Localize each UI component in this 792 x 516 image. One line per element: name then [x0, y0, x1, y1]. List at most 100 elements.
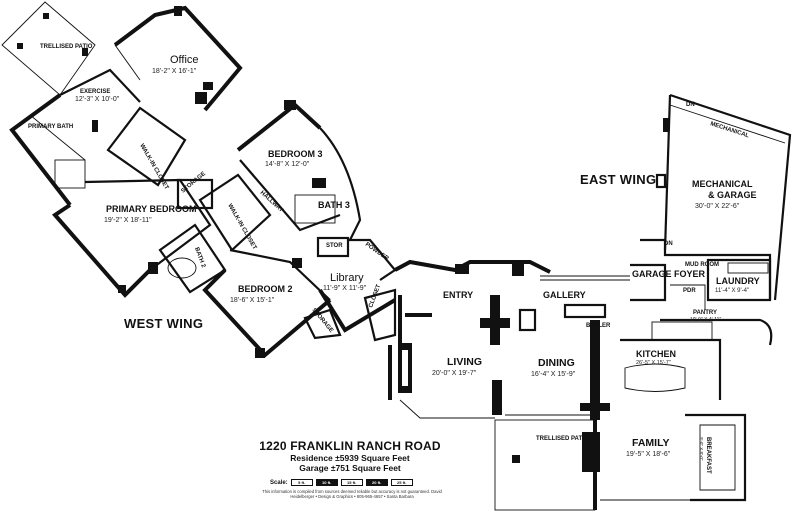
west-wing-label: WEST WING — [124, 316, 203, 331]
wall-pier — [203, 82, 213, 90]
trellised-patio-top-label: TRELLISED PATIO — [40, 44, 93, 50]
powder-label: POWDER — [364, 242, 390, 263]
garage-post — [655, 173, 667, 189]
wall-pier — [148, 262, 158, 274]
mud-room-label: MUD ROOM — [685, 262, 719, 268]
family-dim: 19'-5" X 18'-6" — [626, 451, 671, 458]
wall-pier — [292, 258, 302, 268]
west-wing-walls — [1, 1, 397, 358]
walkin-closet-1-label: WALK-IN CLOSET — [138, 143, 169, 191]
primary-bath-label: PRIMARY BATH — [28, 124, 73, 130]
family-fireplace — [582, 432, 600, 472]
pantry-wall — [660, 318, 773, 346]
storage-wall — [176, 178, 214, 210]
wall-pier — [518, 308, 537, 332]
family-label: FAMILY — [632, 437, 670, 449]
walkin-closet-2-label: WALK-IN CLOSET — [226, 203, 257, 251]
wall-pier — [174, 6, 182, 16]
walkin-closet-1-wall — [106, 106, 187, 187]
primary-bedroom-label: PRIMARY BEDROOM — [106, 204, 197, 214]
room-labels: TRELLISED PATIO Office 18'-2" X 16'-1" E… — [28, 44, 760, 474]
office-label: Office — [170, 54, 199, 66]
garage-west-wall — [663, 94, 672, 251]
garage-foyer-label: GARAGE FOYER — [632, 269, 706, 279]
bedroom2-dim: 18'-6" X 15'-1" — [230, 297, 275, 304]
fireplace-hearth — [402, 350, 408, 386]
central-walls — [388, 259, 747, 511]
scale-label: Scale: — [270, 479, 288, 486]
gallery-label: GALLERY — [543, 290, 586, 300]
exercise-wall — [59, 68, 141, 103]
stor-label: STOR — [326, 243, 343, 249]
living-south-wall — [399, 399, 495, 419]
wall-pier — [663, 118, 669, 132]
kitchen-island — [624, 363, 686, 392]
pdr-wall — [670, 284, 706, 310]
bedroom2-wall — [229, 248, 331, 301]
patio-post — [512, 455, 520, 463]
stor-wall — [316, 236, 350, 258]
wall-pier — [455, 264, 469, 274]
address-block: 1220 FRANKLIN RANCH ROAD Residence ±5939… — [250, 439, 450, 473]
exercise-dim: 12'-3" X 10'-0" — [75, 96, 120, 103]
exercise-label: EXERCISE — [80, 89, 110, 95]
bedroom3-label: BEDROOM 3 — [268, 149, 323, 159]
scale-bar: Scale: 5 ft. 10 ft. 15 ft. 20 ft. 25 ft. — [270, 479, 413, 486]
office-dim: 18'-2" X 16'-1" — [152, 68, 197, 75]
stair-dn-label: DN — [664, 241, 673, 247]
breakfast-dim: 9'-0" X 8'-0" — [699, 437, 704, 461]
bedroom2-label: BEDROOM 2 — [238, 284, 293, 294]
breakfast-label: BREAKFAST — [705, 437, 711, 474]
breakfast-wall — [685, 413, 747, 502]
wall-pier — [492, 380, 502, 415]
wall-pier — [580, 403, 610, 411]
bathtub — [54, 159, 86, 189]
library-dim: 11'-9" X 11'-9" — [323, 285, 367, 292]
bath2-tub — [167, 257, 197, 279]
butler-counter — [563, 303, 607, 319]
hallway-wall — [239, 159, 341, 232]
laundry-dim: 11'-4" X 9'-4" — [715, 288, 749, 294]
laundry-wall — [706, 258, 772, 302]
wall-pier — [512, 262, 524, 276]
entry-label: ENTRY — [443, 290, 473, 300]
pdr-label: PDR — [683, 288, 696, 294]
east-wing-walls — [630, 93, 792, 346]
bedroom3-curved-wall — [319, 127, 362, 241]
laundry-label: LAUNDRY — [716, 276, 760, 286]
wall-pier — [590, 320, 600, 420]
mechanical-wall — [669, 104, 786, 144]
bedroom3-dim: 14'-8" X 12'-0" — [265, 161, 310, 168]
stair-dn-label: DN — [686, 102, 695, 108]
living-dim: 20'-0" X 19'-7" — [432, 370, 477, 377]
mech-garage-dim: 30'-0" X 22'-6" — [695, 203, 740, 210]
garage-outer-wall — [669, 93, 792, 301]
primary-bath-wall — [9, 93, 72, 207]
kitchen-counter — [651, 321, 713, 341]
patio-post — [17, 43, 23, 49]
bedroom3-wall — [236, 102, 322, 152]
dining-dim: 16'-4" X 15'-9" — [531, 371, 576, 378]
mechanical-label: MECHANICAL — [709, 121, 750, 139]
laundry-counter — [727, 262, 769, 274]
powder-wall — [348, 238, 397, 281]
wall-pier — [92, 120, 98, 132]
closet-wall — [363, 288, 397, 342]
hallway-label: HALLWAY — [259, 190, 284, 214]
pantry-label: PANTRY — [693, 310, 717, 316]
office-wall — [113, 5, 243, 112]
primary-bedroom-wall — [51, 203, 152, 298]
scale-segment: 20 ft. — [365, 479, 388, 486]
bath3-outline — [294, 194, 336, 224]
address-title: 1220 FRANKLIN RANCH ROAD — [259, 439, 441, 453]
wall-pier — [284, 100, 296, 110]
storage-label: STORAGE — [180, 171, 207, 195]
pantry-dim: 10'-9" X 4'-11" — [690, 317, 721, 323]
storage2-wall — [303, 308, 342, 340]
garage-area: Garage ±751 Square Feet — [299, 463, 401, 473]
wall-pier — [118, 285, 126, 293]
patio-post — [82, 48, 88, 56]
bath3-label: BATH 3 — [318, 200, 350, 210]
